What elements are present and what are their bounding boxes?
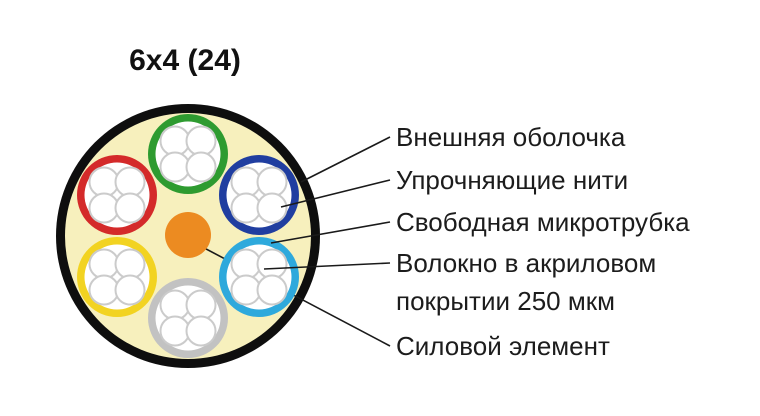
fiber: [159, 289, 191, 321]
fibers: [159, 125, 217, 183]
fiber: [256, 166, 288, 198]
fiber: [88, 248, 120, 280]
fiber: [256, 248, 288, 280]
fiber: [88, 166, 120, 198]
fiber: [114, 166, 146, 198]
microtube-cyan: [219, 237, 299, 317]
fiber: [230, 192, 262, 224]
fiber: [256, 274, 288, 306]
fiber: [114, 248, 146, 280]
label-loose-tube: Свободная микротрубка: [396, 207, 690, 237]
leader-line-outer-sheath: [300, 136, 391, 183]
label-outer-sheath: Внешняя оболочка: [396, 122, 626, 152]
fiber: [114, 192, 146, 224]
fiber: [185, 289, 217, 321]
microtube-blue: [219, 155, 299, 235]
fiber: [159, 315, 191, 347]
fiber: [185, 125, 217, 157]
fiber: [88, 192, 120, 224]
label-strength-yarns: Упрочняющие нити: [396, 165, 629, 195]
fiber: [159, 151, 191, 183]
label-fiber: Волокно в акриловом покрытии 250 мкм: [396, 248, 657, 316]
fiber: [159, 125, 191, 157]
leader-line-fiber: [263, 262, 391, 270]
microtube-green: [148, 114, 228, 194]
fibers: [159, 289, 217, 347]
fibers: [230, 248, 288, 306]
fiber: [185, 151, 217, 183]
fibers: [230, 166, 288, 224]
diagram-title: 6x4 (24): [129, 44, 241, 77]
fiber: [230, 274, 262, 306]
microtube-red: [77, 155, 157, 235]
microtube-yellow: [77, 237, 157, 317]
microtube-gray: [148, 278, 228, 358]
leader-line-loose-tube: [270, 221, 391, 244]
fibers: [88, 248, 146, 306]
strength-member: [165, 212, 211, 258]
fiber: [114, 274, 146, 306]
fiber: [256, 192, 288, 224]
fiber: [230, 248, 262, 280]
fiber: [88, 274, 120, 306]
leader-line-strength-yarns: [280, 179, 391, 208]
fiber: [185, 315, 217, 347]
leader-lines: [263, 136, 391, 270]
fiber: [230, 166, 262, 198]
fibers: [88, 166, 146, 224]
label-strength-member: Силовой элемент: [396, 331, 610, 361]
